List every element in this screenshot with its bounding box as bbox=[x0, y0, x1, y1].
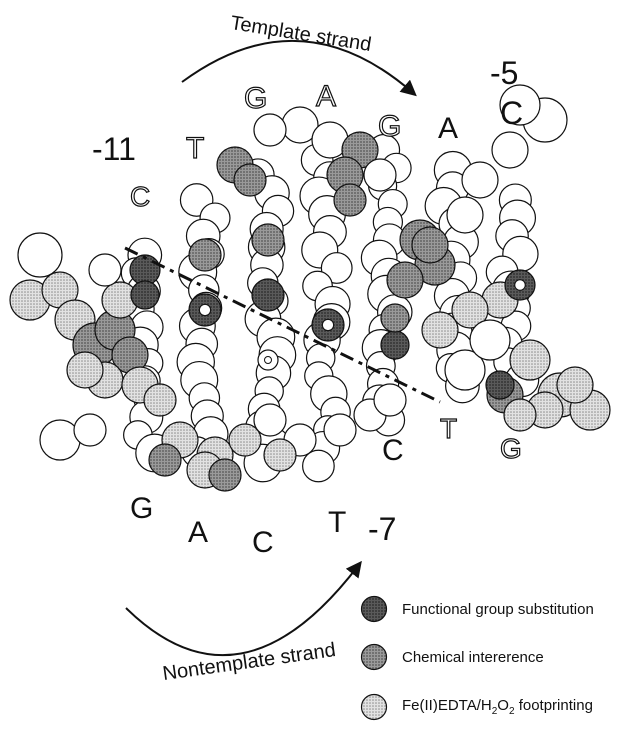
atom-sphere bbox=[18, 233, 62, 277]
atom-sphere bbox=[264, 439, 296, 471]
atom-sphere bbox=[74, 414, 106, 446]
nontemplate-strand-label: Nontemplate strand bbox=[161, 639, 337, 685]
atom-highlight bbox=[515, 280, 526, 291]
atom-sphere bbox=[254, 114, 286, 146]
atom-sphere bbox=[412, 227, 448, 263]
dark-dotted-circle-icon bbox=[360, 595, 388, 623]
position-label-minus-7: -7 bbox=[368, 511, 396, 547]
atom-sphere bbox=[89, 254, 121, 286]
atom-sphere bbox=[252, 224, 284, 256]
legend-item-chemical-interference: Chemical intererence bbox=[360, 640, 544, 674]
atom-sphere bbox=[387, 262, 423, 298]
atom-sphere bbox=[422, 312, 458, 348]
atom-sphere bbox=[381, 331, 409, 359]
atom-sphere bbox=[492, 132, 528, 168]
atom-sphere bbox=[149, 444, 181, 476]
atom-sphere bbox=[209, 459, 241, 491]
template-strand-label: Template strand bbox=[229, 12, 373, 56]
atom-sphere bbox=[557, 367, 593, 403]
template-base-label: T bbox=[186, 132, 204, 165]
template-base-label: G bbox=[378, 110, 401, 143]
atom-sphere bbox=[252, 279, 284, 311]
template-base-label: C bbox=[500, 95, 523, 131]
nontemplate-base-label: G bbox=[500, 433, 522, 464]
atom-sphere bbox=[364, 159, 396, 191]
atom-highlight bbox=[322, 319, 333, 330]
atom-sphere bbox=[131, 281, 159, 309]
nontemplate-base-label: A bbox=[188, 516, 208, 549]
nontemplate-base-label: T bbox=[440, 413, 457, 444]
atom-sphere bbox=[144, 384, 176, 416]
position-label-minus-5: -5 bbox=[490, 55, 518, 91]
atom-sphere bbox=[334, 184, 366, 216]
atom-sphere bbox=[234, 164, 266, 196]
position-label-minus-11: -11 bbox=[92, 131, 136, 167]
template-strand-arrow bbox=[182, 41, 412, 92]
atom-sphere bbox=[254, 404, 286, 436]
atom-sphere bbox=[510, 340, 550, 380]
atom-sphere bbox=[504, 399, 536, 431]
template-base-label: C bbox=[130, 181, 150, 212]
legend-label: Chemical intererence bbox=[402, 649, 544, 666]
template-base-label: G bbox=[244, 82, 267, 115]
nontemplate-base-label: T bbox=[328, 506, 346, 539]
atom-sphere bbox=[303, 450, 335, 482]
legend-item-footprinting: Fe(II)EDTA/H2O2 footprinting bbox=[360, 690, 593, 724]
legend-label: Fe(II)EDTA/H2O2 footprinting bbox=[402, 697, 593, 717]
nontemplate-base-label: C bbox=[382, 434, 404, 467]
atom-sphere bbox=[470, 320, 510, 360]
atom-sphere bbox=[324, 414, 356, 446]
legend-label: Functional group substitution bbox=[402, 601, 594, 618]
atom-sphere bbox=[462, 162, 498, 198]
atom-sphere bbox=[189, 239, 221, 271]
atom-sphere bbox=[447, 197, 483, 233]
nontemplate-base-label: G bbox=[130, 492, 153, 525]
template-base-label: A bbox=[438, 112, 458, 145]
legend-item-functional-group: Functional group substitution bbox=[360, 592, 594, 626]
atom-sphere bbox=[381, 304, 409, 332]
template-base-label: A bbox=[316, 80, 336, 113]
atom-highlight bbox=[265, 357, 272, 364]
medium-dotted-circle-icon bbox=[360, 643, 388, 671]
atom-highlight bbox=[199, 304, 210, 315]
atom-sphere bbox=[486, 371, 514, 399]
atom-sphere bbox=[67, 352, 103, 388]
atom-sphere bbox=[374, 384, 406, 416]
light-dotted-circle-icon bbox=[360, 693, 388, 721]
nontemplate-base-label: C bbox=[252, 526, 274, 559]
